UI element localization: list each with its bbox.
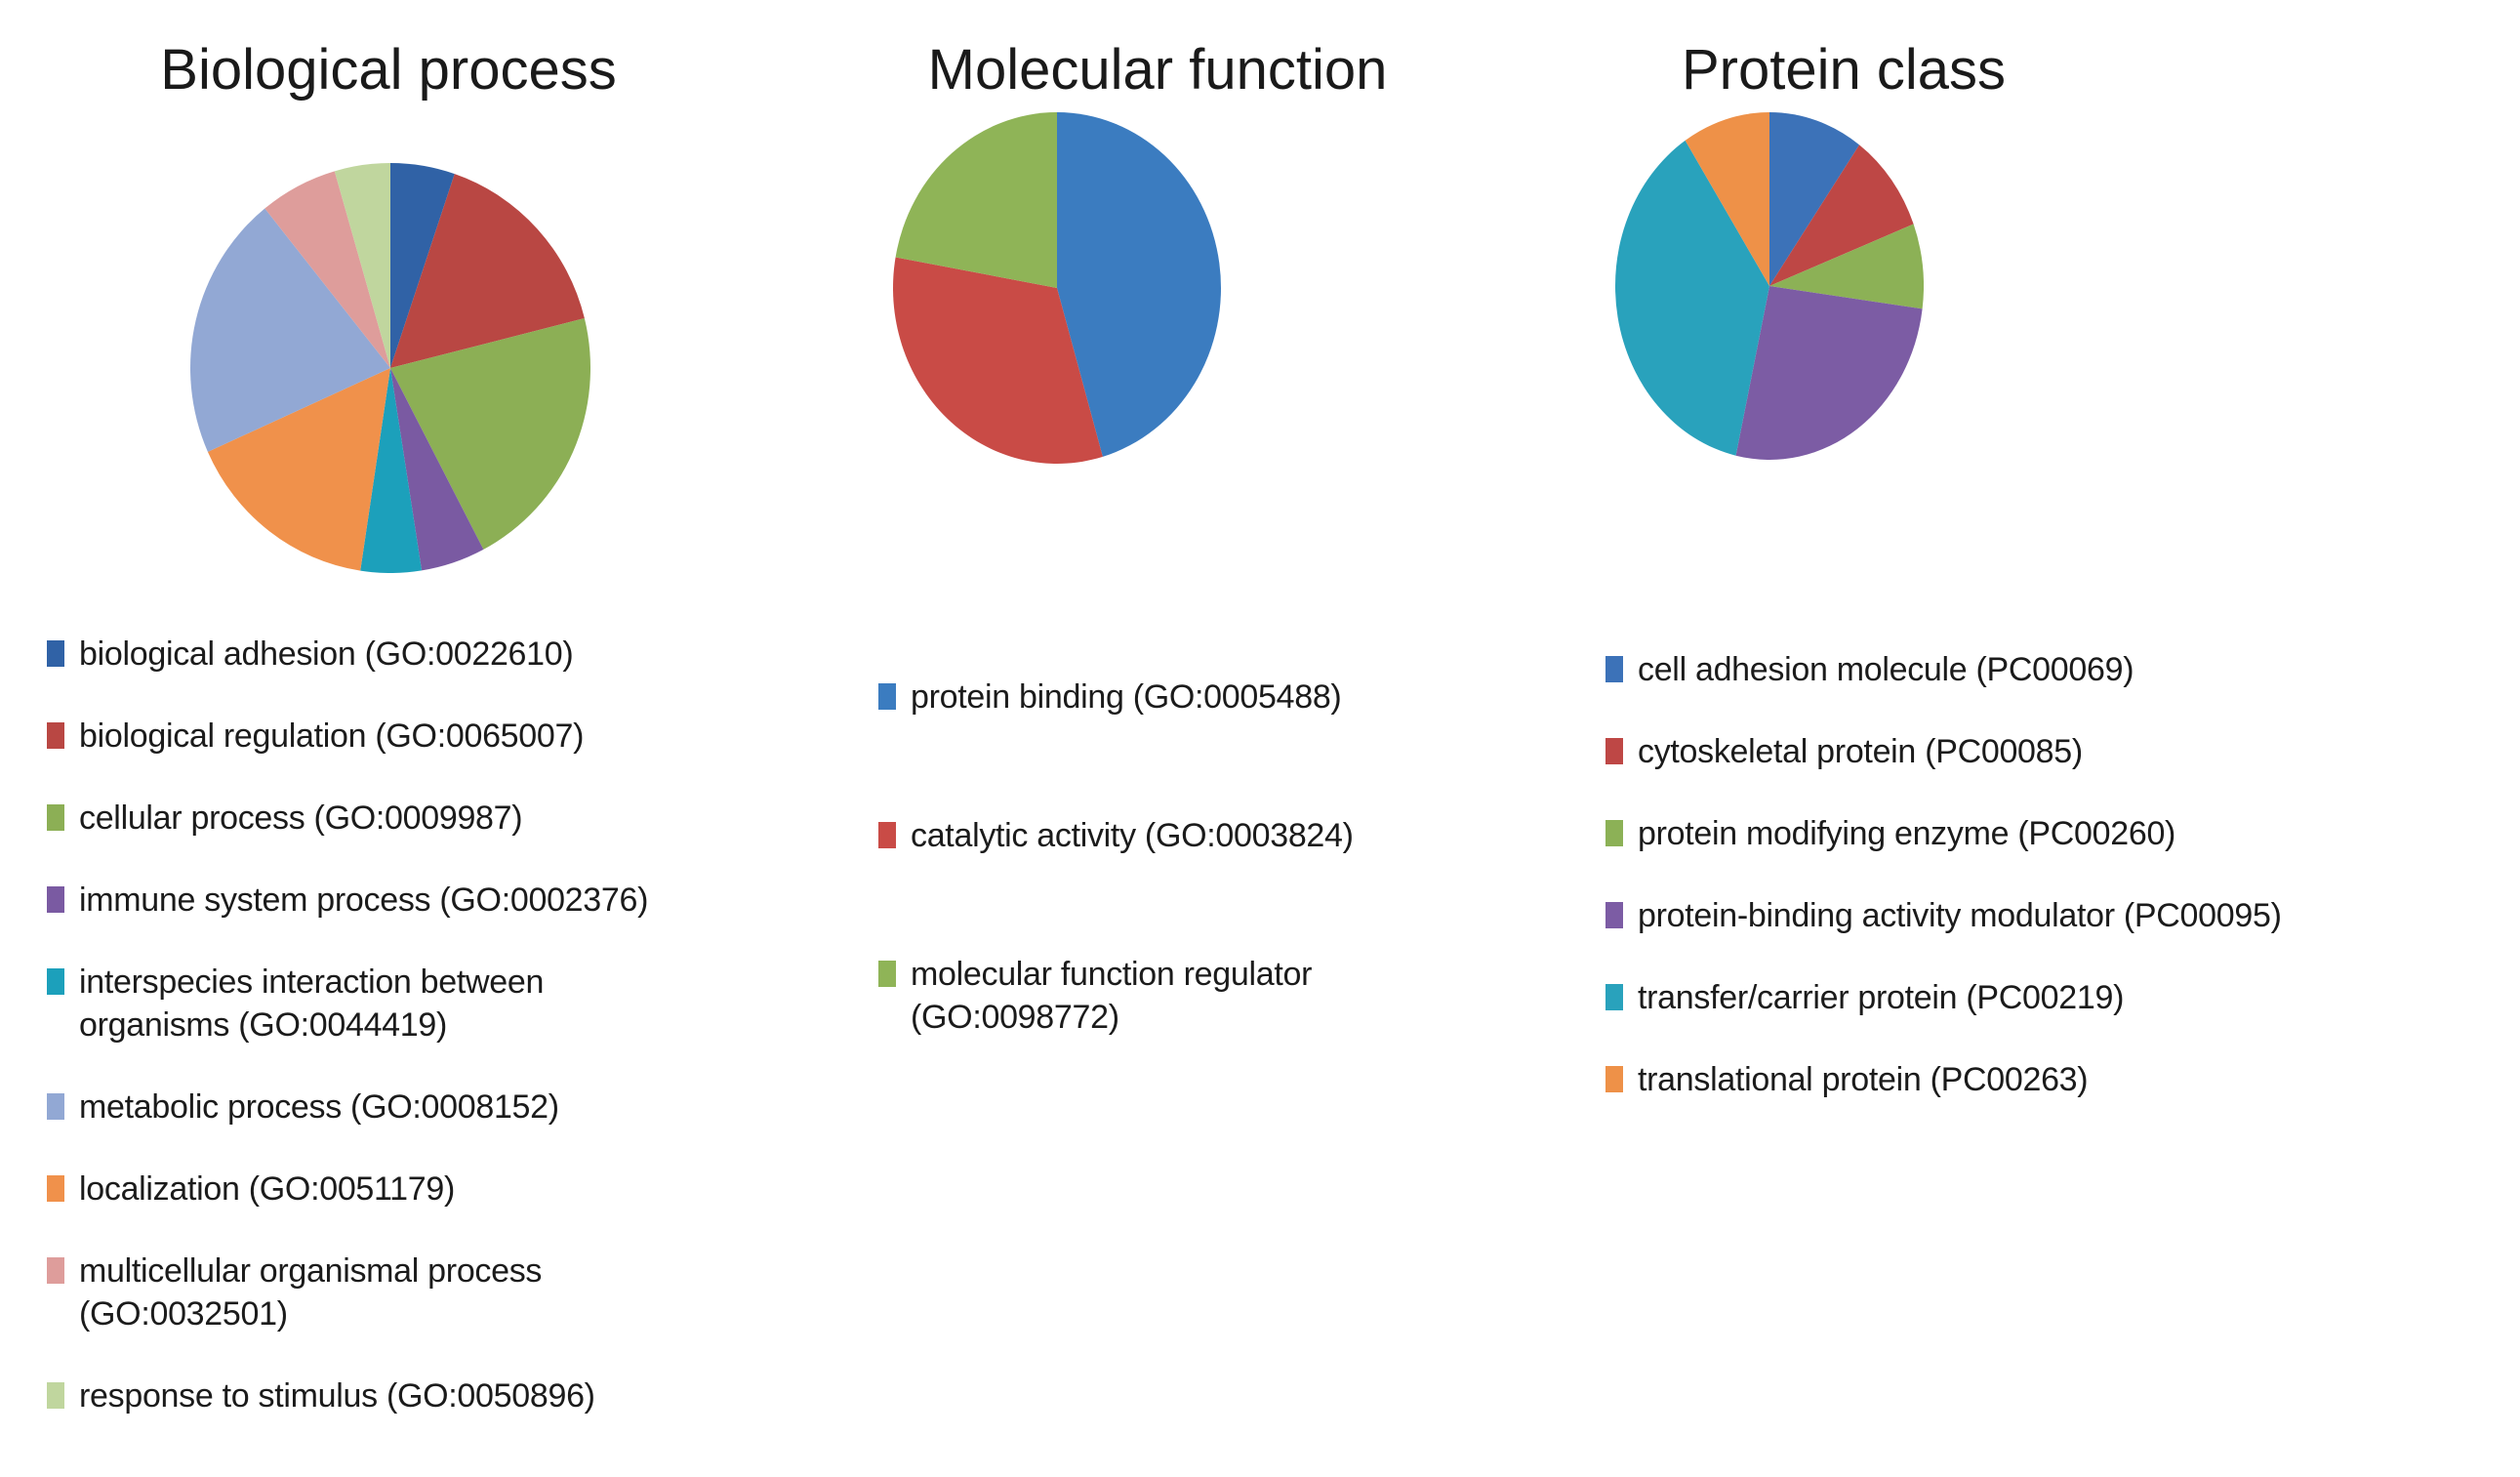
legend-swatch-icon — [878, 961, 896, 987]
legend-item-localization-go-0051179: localization (GO:0051179) — [47, 1168, 623, 1210]
legend-label: cytoskeletal protein (PC00085) — [1638, 733, 2083, 770]
legend-label: protein binding (GO:0005488) — [911, 678, 1342, 716]
legend-item-metabolic-process-go-0008152: metabolic process (GO:0008152) — [47, 1086, 623, 1128]
legend-item-immune-system-process-go-0002376: immune system process (GO:0002376) — [47, 879, 648, 922]
legend-label: metabolic process (GO:0008152) — [79, 1088, 559, 1126]
legend-swatch-icon — [1605, 820, 1623, 846]
chart-title-biological-process: Biological process — [160, 38, 617, 102]
legend-label: localization (GO:0051179) — [79, 1170, 455, 1208]
legend-swatch-icon — [47, 640, 64, 667]
pie-slice-transfer-carrier-protein-pc00219 — [1615, 140, 1769, 456]
legend-swatch-icon — [878, 822, 896, 848]
chart-title-molecular-function: Molecular function — [927, 38, 1388, 102]
legend-label: protein modifying enzyme (PC00260) — [1638, 815, 2176, 852]
pie-slice-biological-regulation-go-0065007 — [390, 174, 585, 368]
pie-slice-response-to-stimulus-go-0050896 — [334, 163, 390, 368]
legend-label: biological adhesion (GO:0022610) — [79, 636, 574, 673]
legend-item-protein-binding-go-0005488: protein binding (GO:0005488) — [878, 676, 1405, 718]
pie-slice-protein-binding-go-0005488 — [1057, 112, 1221, 457]
legend-molecular-function: protein binding (GO:0005488) catalytic ac… — [878, 676, 1405, 1134]
legend-item-cell-adhesion-molecule-pc00069: cell adhesion molecule (PC00069) — [1605, 648, 2513, 691]
pie-slice-molecular-function-regulator-go-0098772 — [895, 112, 1057, 288]
legend-item-transfer-carrier-protein-pc00219: transfer/carrier protein (PC00219) — [1605, 976, 2513, 1019]
legend-swatch-icon — [1605, 656, 1623, 682]
legend-label: translational protein (PC00263) — [1638, 1061, 2089, 1098]
legend-item-biological-regulation-go-0065007: biological regulation (GO:0065007) — [47, 715, 623, 758]
pie-slice-protein-modifying-enzyme-pc00260 — [1769, 224, 1924, 309]
legend-item-catalytic-activity-go-0003824: catalytic activity (GO:0003824) — [878, 814, 1405, 857]
legend-swatch-icon — [47, 804, 64, 831]
pie-slice-translational-protein-pc00263 — [1685, 112, 1769, 286]
legend-label: biological regulation (GO:0065007) — [79, 718, 585, 755]
legend-swatch-icon — [1605, 738, 1623, 764]
legend-item-biological-adhesion-go-0022610: biological adhesion (GO:0022610) — [47, 633, 623, 676]
legend-swatch-icon — [47, 1093, 64, 1120]
legend-swatch-icon — [47, 1257, 64, 1284]
pie-slice-cytoskeletal-protein-pc00085 — [1769, 144, 1914, 286]
pie-slice-localization-go-0051179 — [207, 368, 390, 571]
legend-item-cytoskeletal-protein-pc00085: cytoskeletal protein (PC00085) — [1605, 730, 2513, 773]
legend-label: response to stimulus (GO:0050896) — [79, 1377, 595, 1415]
legend-item-translational-protein-pc00263: translational protein (PC00263) — [1605, 1058, 2513, 1101]
legend-label: cellular process (GO:0009987) — [79, 800, 523, 837]
legend-label: transfer/carrier protein (PC00219) — [1638, 979, 2125, 1016]
pie-biological-process — [190, 163, 590, 573]
legend-swatch-icon — [47, 968, 64, 995]
legend-swatch-icon — [47, 886, 64, 913]
pie-slice-metabolic-process-go-0008152 — [190, 208, 390, 452]
legend-protein-class: cell adhesion molecule (PC00069) cytoskel… — [1605, 648, 2513, 1140]
pie-slice-cell-adhesion-molecule-pc00069 — [1769, 112, 1860, 286]
pie-molecular-function — [893, 112, 1221, 464]
pie-slice-cellular-process-go-0009987 — [390, 318, 590, 550]
legend-swatch-icon — [1605, 1066, 1623, 1092]
pie-slice-multicellular-organismal-process-go-0032501 — [264, 171, 390, 368]
legend-label: cell adhesion molecule (PC00069) — [1638, 651, 2134, 688]
legend-item-protein-modifying-enzyme-pc00260: protein modifying enzyme (PC00260) — [1605, 812, 2513, 855]
legend-item-response-to-stimulus-go-0050896: response to stimulus (GO:0050896) — [47, 1374, 623, 1417]
legend-swatch-icon — [47, 1175, 64, 1202]
legend-item-molecular-function-regulator-go-0098772: molecular function regulator(GO:0098772) — [878, 953, 1405, 1039]
pie-protein-class — [1615, 112, 1924, 460]
legend-swatch-icon — [1605, 984, 1623, 1010]
chart-title-protein-class: Protein class — [1681, 38, 2007, 102]
legend-swatch-icon — [47, 722, 64, 749]
legend-item-protein-binding-activity-modulator-pc00095: protein-binding activity modulator (PC00… — [1605, 894, 2513, 937]
legend-biological-process: biological adhesion (GO:0022610) biologic… — [47, 633, 648, 1456]
pie-slice-immune-system-process-go-0002376 — [390, 368, 484, 571]
pie-slice-protein-binding-activity-modulator-pc00095 — [1735, 286, 1923, 460]
legend-swatch-icon — [1605, 902, 1623, 928]
pie-slice-biological-adhesion-go-0022610 — [390, 163, 455, 368]
pie-slice-interspecies-interaction-between-organisms-go-0044419 — [360, 368, 423, 573]
legend-label: catalytic activity (GO:0003824) — [911, 817, 1354, 854]
legend-label: multicellular organismal process(GO:0032… — [79, 1252, 543, 1333]
legend-label: molecular function regulator(GO:0098772) — [911, 956, 1313, 1036]
legend-label: protein-binding activity modulator (PC00… — [1638, 897, 2282, 934]
legend-swatch-icon — [47, 1382, 64, 1409]
pie-slice-catalytic-activity-go-0003824 — [893, 257, 1103, 464]
legend-item-cellular-process-go-0009987: cellular process (GO:0009987) — [47, 797, 623, 840]
legend-swatch-icon — [878, 683, 896, 710]
legend-item-multicellular-organismal-process-go-0032501: multicellular organismal process(GO:0032… — [47, 1250, 623, 1335]
legend-label: immune system process (GO:0002376) — [79, 882, 649, 919]
